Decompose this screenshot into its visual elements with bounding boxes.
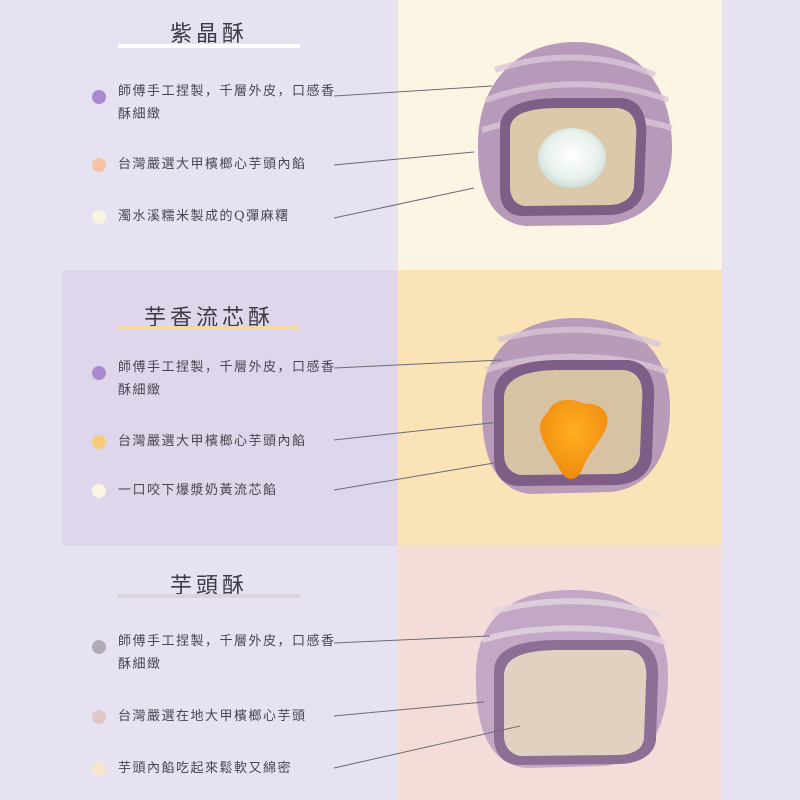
bullet-dot [92,210,106,224]
feature-text: 師傅手工捏製，千層外皮，口感香酥細緻 [118,634,336,672]
feature-text: 一口咬下爆漿奶黃流芯餡 [118,483,278,498]
bullet-dot [92,710,106,724]
feature-text: 台灣嚴選大甲檳榔心芋頭內餡 [118,434,307,449]
left-panel-taro-lava [62,270,398,546]
pastry-purple-crystal-image [477,42,673,226]
section-purple-crystal-pastry: 紫晶酥 師傅手工捏製，千層外皮，口感香酥細緻 台灣嚴選大甲檳榔心芋頭內餡 濁水溪… [0,0,800,270]
feature-text: 台灣嚴選在地大甲檳榔心芋頭 [118,709,307,724]
leader-lines [333,85,521,769]
bullet-dot [92,90,106,104]
bullet-dot [92,484,106,498]
bullet-dot [92,640,106,654]
section-title: 紫晶酥 [169,22,248,47]
pastry-taro-lava-image [481,318,670,494]
title-underline [118,326,300,330]
feature-text: 芋頭內餡吃起來鬆軟又綿密 [118,761,293,776]
pastry-taro-image [475,590,668,768]
title-underline [118,44,300,48]
section-taro-pastry: 芋頭酥 師傅手工捏製，千層外皮，口感香酥細緻 台灣嚴選在地大甲檳榔心芋頭 芋頭內… [0,546,800,800]
feature-text: 師傅手工捏製，千層外皮，口感香酥細緻 [118,84,336,122]
bullet-dot [92,158,106,172]
section-taro-lava-pastry: 芋香流芯酥 師傅手工捏製，千層外皮，口感香酥細緻 台灣嚴選大甲檳榔心芋頭內餡 一… [0,270,800,546]
bullet-dot [92,762,106,776]
feature-text: 濁水溪糯米製成的Q彈麻糬 [118,209,290,224]
bullet-dot [92,435,106,449]
title-underline [118,594,300,598]
feature-text: 台灣嚴選大甲檳榔心芋頭內餡 [118,157,307,172]
feature-text: 師傅手工捏製，千層外皮，口感香酥細緻 [118,360,336,398]
bullet-dot [92,366,106,380]
